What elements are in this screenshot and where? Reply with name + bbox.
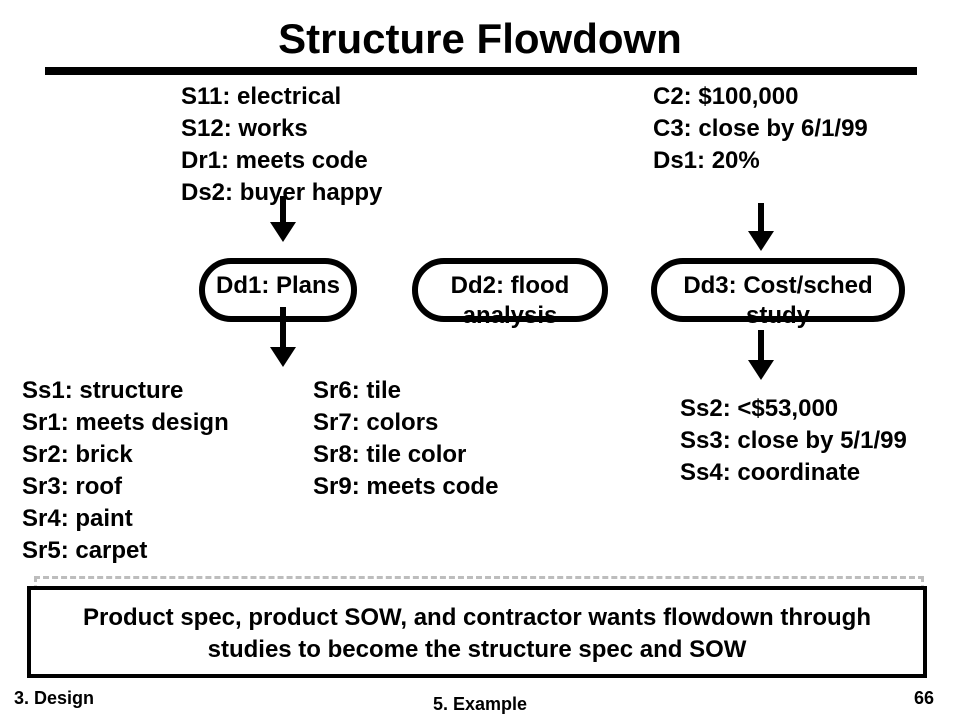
top-left-inputs: S11: electrical S12: works Dr1: meets co… <box>181 81 382 209</box>
bottom-left-outputs: Ss1: structure Sr1: meets design Sr2: br… <box>22 375 229 567</box>
footer-subsection: 5. Example <box>432 694 528 714</box>
arrow-down <box>270 196 296 242</box>
output-line: Sr6: tile <box>313 377 402 404</box>
input-line: C2: $100,000 <box>653 83 799 110</box>
summary-note: Product spec, product SOW, and contracto… <box>27 586 927 678</box>
output-line: Sr4: paint <box>22 505 133 532</box>
output-line: Sr9: meets code <box>313 473 499 500</box>
title-rule <box>45 67 917 75</box>
output-line: Ss1: structure <box>22 377 184 404</box>
output-line: Ss2: <$53,000 <box>680 395 839 422</box>
node-label: analysis <box>462 302 558 329</box>
slide-title: Structure Flowdown <box>278 15 682 62</box>
arrow-down <box>270 307 296 367</box>
note-line: Product spec, product SOW, and contracto… <box>82 604 871 631</box>
bottom-right-outputs: Ss2: <$53,000 Ss3: close by 5/1/99 Ss4: … <box>680 393 907 489</box>
node-dd2: Dd2: flood analysis <box>412 258 608 329</box>
footer-section: 3. Design <box>14 688 95 708</box>
output-line: Sr1: meets design <box>22 409 229 436</box>
bottom-middle-outputs: Sr6: tile Sr7: colors Sr8: tile color Sr… <box>313 375 498 503</box>
output-line: Ss4: coordinate <box>680 459 861 486</box>
note-line: studies to become the structure spec and… <box>207 636 747 663</box>
output-line: Sr3: roof <box>22 473 123 500</box>
node-dd3: Dd3: Cost/sched study <box>651 258 905 329</box>
node-label: study <box>745 302 810 329</box>
input-line: Dr1: meets code <box>181 147 368 174</box>
node-label: Dd2: flood <box>450 272 570 299</box>
input-line: Ds1: 20% <box>653 147 760 174</box>
output-line: Sr2: brick <box>22 441 133 468</box>
page-number: 66 <box>914 688 935 708</box>
output-line: Sr8: tile color <box>313 441 467 468</box>
arrow-down <box>748 330 774 380</box>
arrow-down <box>748 203 774 251</box>
input-line: S12: works <box>181 115 308 142</box>
input-line: S11: electrical <box>181 83 342 110</box>
top-right-inputs: C2: $100,000 C3: close by 6/1/99 Ds1: 20… <box>653 81 868 177</box>
node-label: Dd3: Cost/sched <box>683 272 873 299</box>
node-label: Dd1: Plans <box>215 272 341 299</box>
output-line: Ss3: close by 5/1/99 <box>680 427 907 454</box>
output-line: Sr5: carpet <box>22 537 148 564</box>
node-dd1: Dd1: Plans <box>199 258 357 322</box>
output-line: Sr7: colors <box>313 409 439 436</box>
input-line: C3: close by 6/1/99 <box>653 115 868 142</box>
